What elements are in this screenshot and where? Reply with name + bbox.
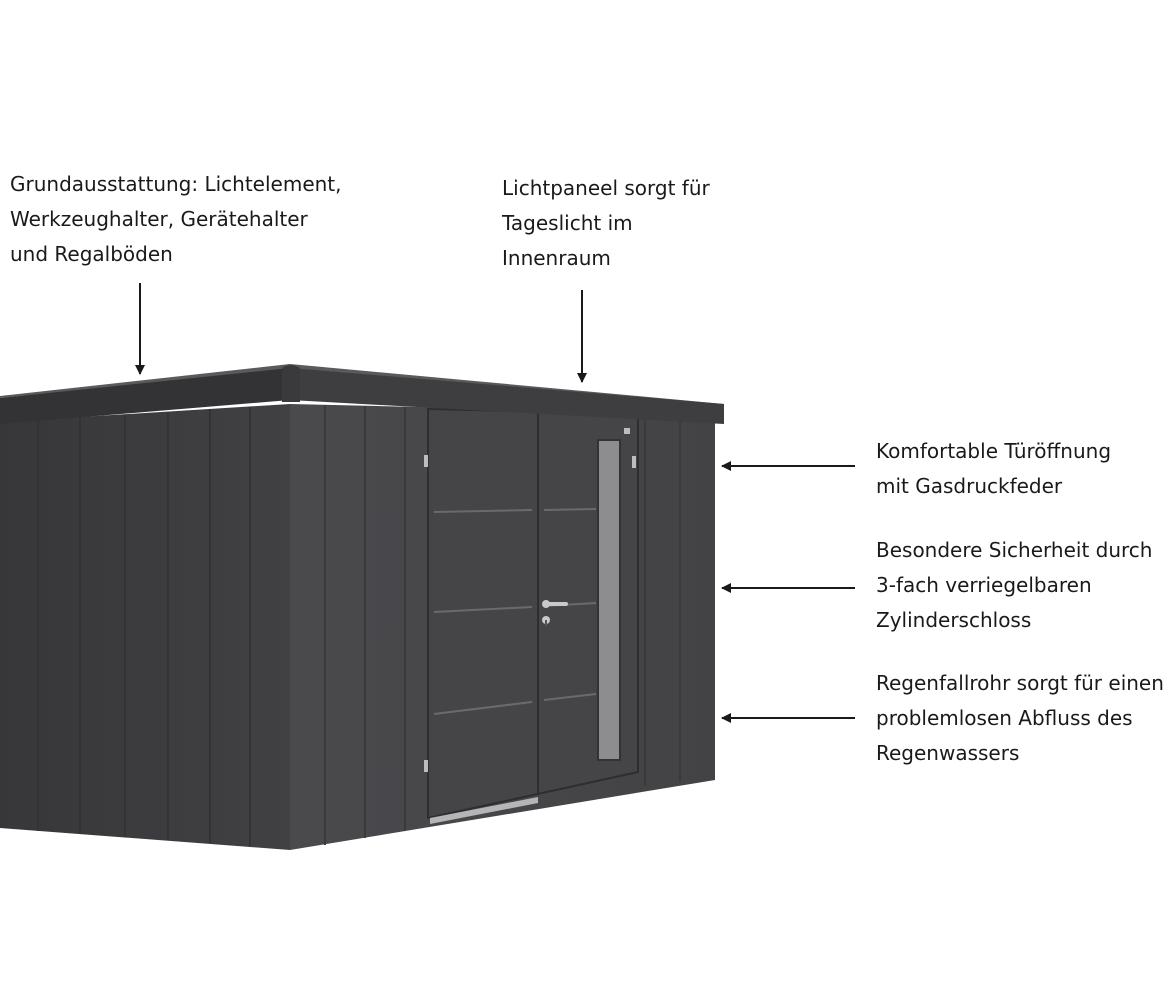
annotation-equipment-line-1: Grundausstattung: Lichtelement, [10, 172, 342, 196]
annotation-downpipe-line-2: problemlosen Abfluss des [876, 706, 1133, 730]
door-handle-icon [542, 600, 568, 608]
annotation-security-line-2: 3-fach verriegelbaren [876, 573, 1092, 597]
annotation-door-opening-line-2: mit Gasdruckfeder [876, 474, 1063, 498]
shed-roof-left-fascia [0, 368, 290, 424]
front-wall-grooves [324, 405, 681, 845]
shed-roof-front-fascia [290, 368, 724, 424]
annotation-downpipe-line-3: Regenwassers [876, 741, 1020, 765]
annotation-downpipe: Regenfallrohr sorgt für einen problemlos… [876, 666, 1164, 771]
annotation-downpipe-line-1: Regenfallrohr sorgt für einen [876, 671, 1164, 695]
roof-corner [282, 365, 300, 402]
door-threshold [430, 797, 538, 824]
shed-side-wall [0, 404, 290, 850]
cylinder-lock-icon [542, 616, 550, 626]
annotation-door-opening-line-1: Komfortable Türöffnung [876, 439, 1112, 463]
door-hinge-icons [424, 455, 636, 772]
door-window-panel [597, 439, 621, 761]
annotation-skylight-line-2: Tageslicht im [502, 211, 633, 235]
annotation-equipment-line-2: Werkzeughalter, Gerätehalter [10, 207, 308, 231]
lock-plate [624, 428, 630, 434]
annotation-security-line-3: Zylinderschloss [876, 608, 1032, 632]
annotation-skylight-line-1: Lichtpaneel sorgt für [502, 176, 710, 200]
annotation-door-opening: Komfortable Türöffnung mit Gasdruckfeder [876, 434, 1111, 504]
annotation-equipment-line-3: und Regalböden [10, 242, 173, 266]
side-wall-grooves [37, 407, 251, 846]
annotation-skylight-line-3: Innenraum [502, 246, 611, 270]
annotation-equipment: Grundausstattung: Lichtelement, Werkzeug… [10, 167, 342, 272]
annotation-security: Besondere Sicherheit durch 3-fach verrie… [876, 533, 1152, 638]
shed-roof-top [0, 364, 724, 406]
annotation-security-line-1: Besondere Sicherheit durch [876, 538, 1153, 562]
annotation-skylight: Lichtpaneel sorgt für Tageslicht im Inne… [502, 171, 710, 276]
